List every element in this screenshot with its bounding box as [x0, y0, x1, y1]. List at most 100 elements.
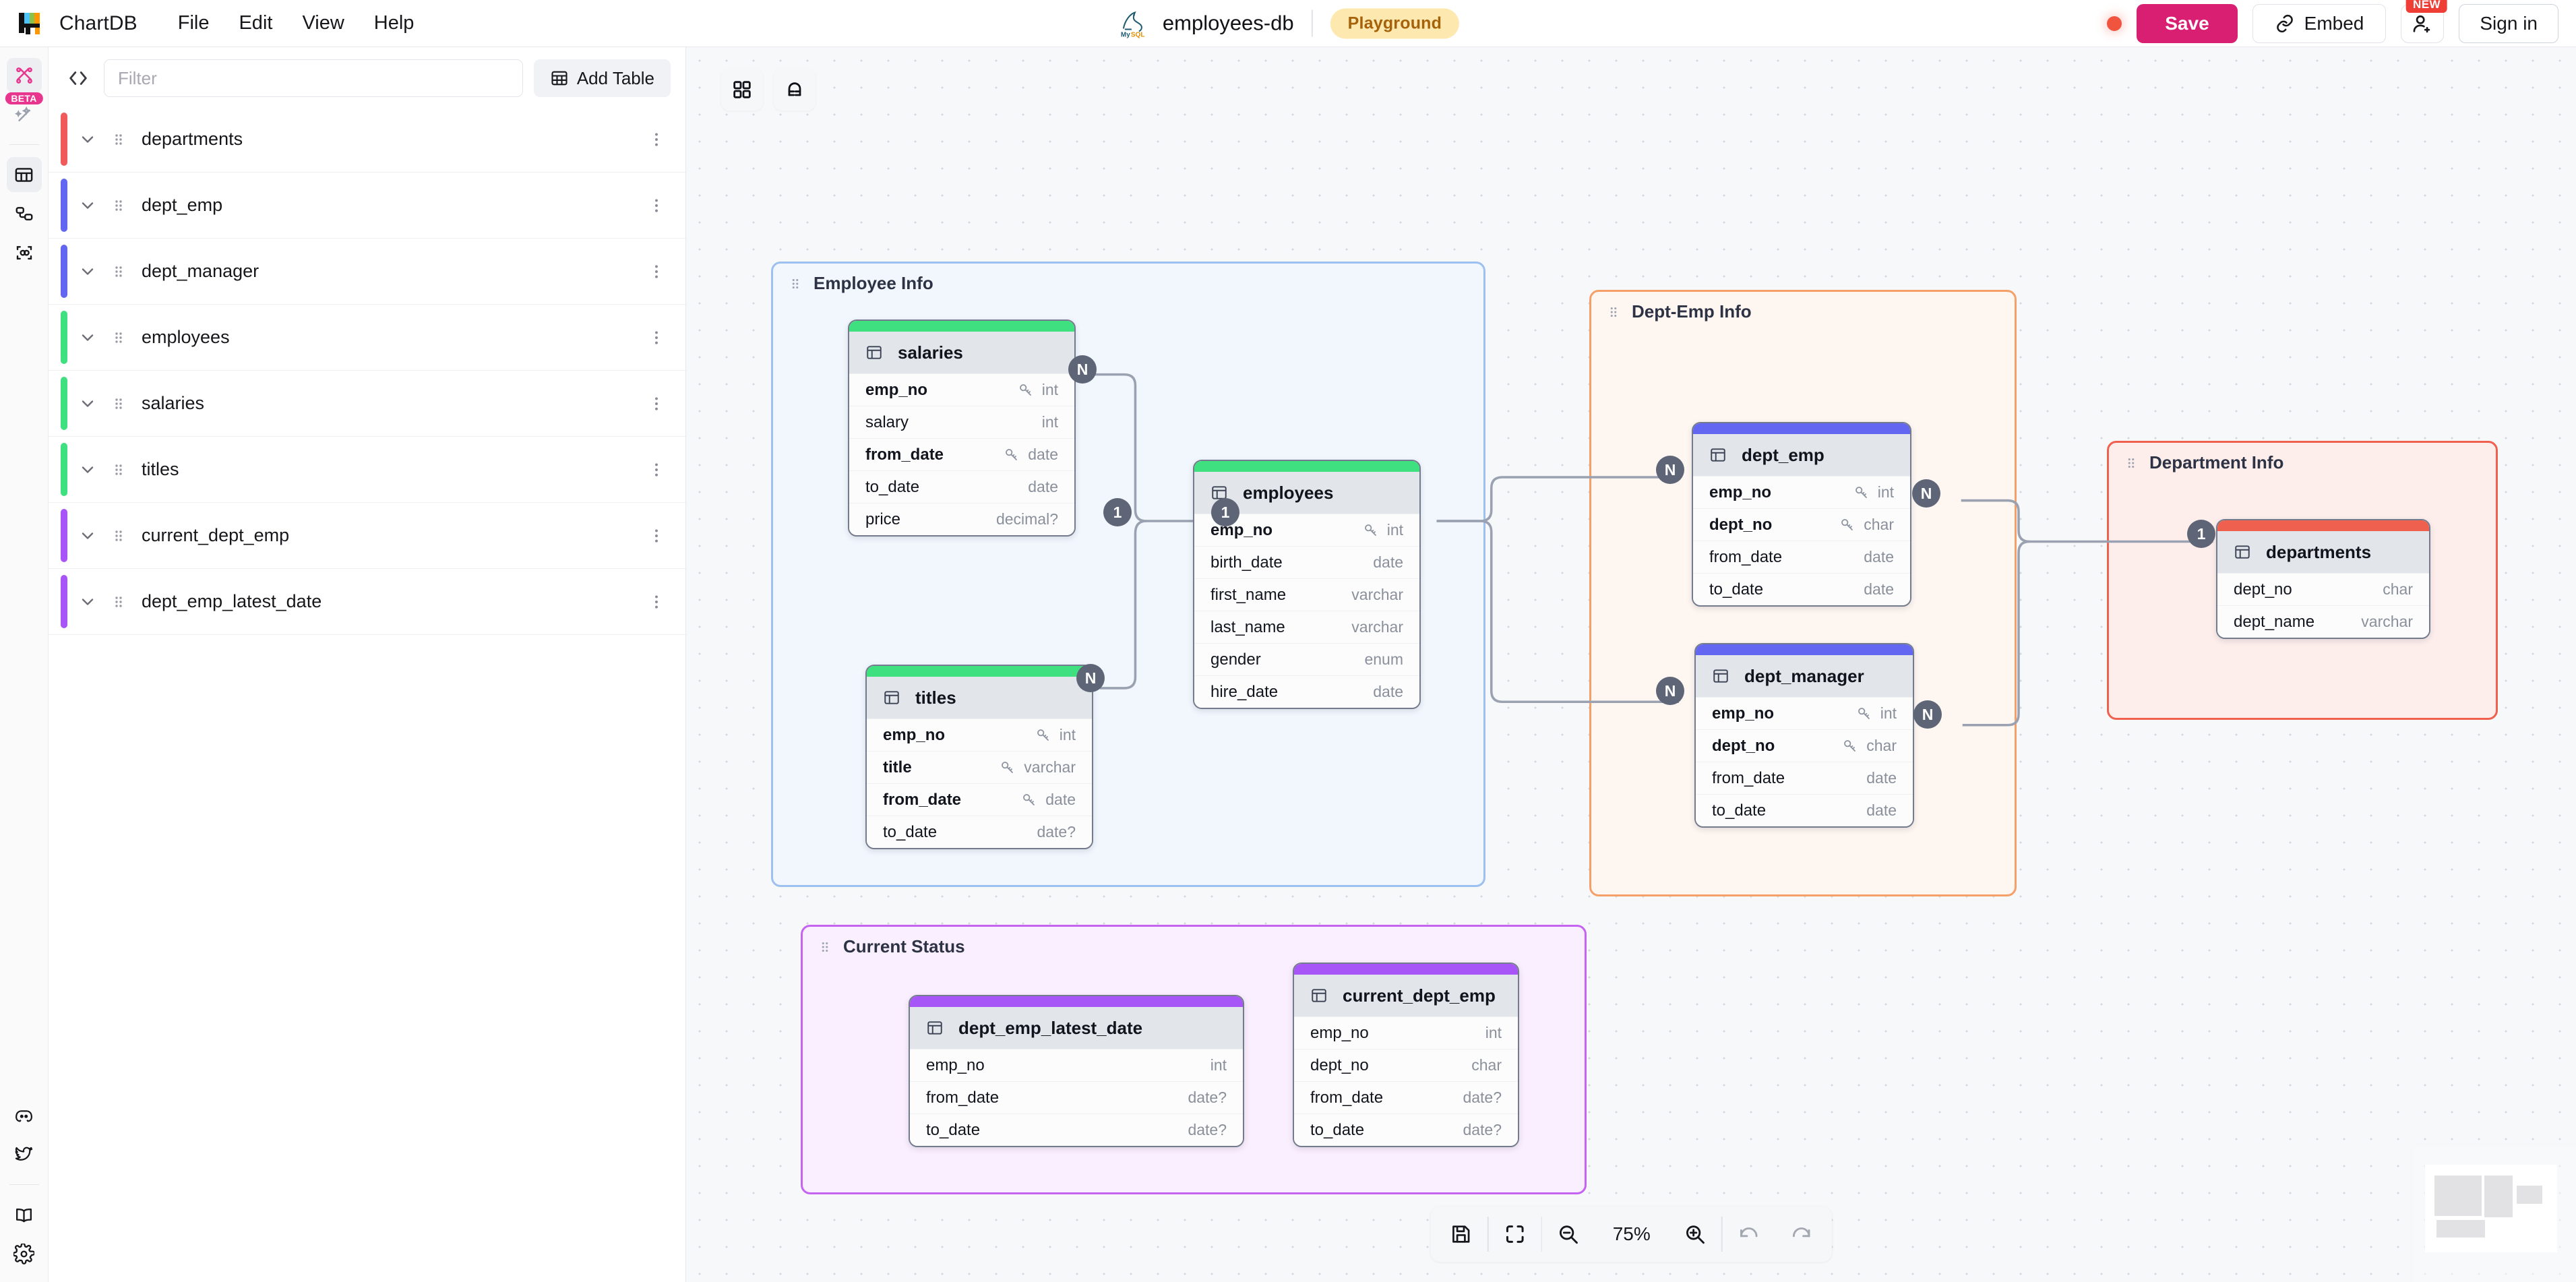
- sidebar-item-discord[interactable]: [7, 1098, 42, 1133]
- area-drag-handle[interactable]: [2124, 456, 2139, 470]
- table-options-button[interactable]: [648, 263, 665, 280]
- add-table-button[interactable]: Add Table: [533, 59, 671, 97]
- table-options-button[interactable]: [648, 197, 665, 214]
- table-list-item[interactable]: current_dept_emp: [49, 503, 685, 569]
- drag-handle[interactable]: [111, 197, 127, 214]
- drag-handle[interactable]: [111, 264, 127, 280]
- table-options-button[interactable]: [648, 461, 665, 479]
- table-options-button[interactable]: [648, 131, 665, 148]
- table-node-header[interactable]: current_dept_emp: [1294, 975, 1518, 1016]
- table-list-item[interactable]: titles: [49, 437, 685, 503]
- sidebar-item-areas[interactable]: [7, 235, 42, 270]
- area-drag-handle[interactable]: [818, 940, 832, 954]
- embed-button[interactable]: Embed: [2252, 3, 2387, 43]
- table-options-button[interactable]: [648, 593, 665, 611]
- table-options-button[interactable]: [648, 395, 665, 413]
- table-node-header[interactable]: dept_emp_latest_date: [910, 1007, 1243, 1049]
- collapse-panel-button[interactable]: [63, 63, 93, 93]
- table-list-item[interactable]: dept_manager: [49, 239, 685, 305]
- drag-handle[interactable]: [111, 462, 127, 478]
- area-drag-handle[interactable]: [788, 276, 803, 291]
- expand-toggle[interactable]: [78, 394, 97, 413]
- sidebar-item-tables[interactable]: [6, 157, 42, 192]
- table-node-header[interactable]: dept_manager: [1696, 655, 1913, 697]
- snap-to-grid-button[interactable]: [774, 69, 816, 111]
- table-options-button[interactable]: [648, 329, 665, 346]
- drag-handle[interactable]: [111, 396, 127, 412]
- sidebar-item-relationships[interactable]: [7, 196, 42, 231]
- expand-toggle[interactable]: [78, 460, 97, 479]
- drag-handle[interactable]: [111, 528, 127, 544]
- table-list-item[interactable]: dept_emp: [49, 173, 685, 239]
- expand-toggle[interactable]: [78, 526, 97, 545]
- filter-input[interactable]: [104, 59, 523, 97]
- table-node-header[interactable]: titles: [867, 677, 1092, 719]
- sidebar-item-docs[interactable]: [7, 1197, 42, 1232]
- expand-toggle[interactable]: [78, 130, 97, 149]
- menu-help[interactable]: Help: [373, 12, 415, 34]
- table-list-item[interactable]: employees: [49, 305, 685, 371]
- table-node-header[interactable]: departments: [2217, 531, 2429, 573]
- fit-view-button[interactable]: [1488, 1211, 1541, 1257]
- grid-view-button[interactable]: [721, 69, 763, 111]
- drag-handle[interactable]: [111, 330, 127, 346]
- menu-view[interactable]: View: [302, 12, 344, 34]
- drag-handle[interactable]: [111, 131, 127, 148]
- save-diagram-button[interactable]: [1435, 1211, 1488, 1257]
- sign-in-button[interactable]: Sign in: [2459, 3, 2558, 43]
- area-drag-handle[interactable]: [1606, 305, 1621, 319]
- table-node-header[interactable]: salaries: [849, 332, 1074, 373]
- minimap[interactable]: [2414, 1147, 2576, 1282]
- drag-handle[interactable]: [111, 594, 127, 610]
- expand-toggle[interactable]: [78, 196, 97, 215]
- expand-toggle[interactable]: [78, 262, 97, 281]
- zoom-out-button[interactable]: [1542, 1211, 1595, 1257]
- table-node-header[interactable]: dept_emp: [1693, 434, 1910, 476]
- sidebar-item-ai-magic[interactable]: BETA: [5, 92, 43, 132]
- zoom-level-label[interactable]: 75%: [1612, 1223, 1651, 1244]
- undo-button[interactable]: [1722, 1211, 1775, 1257]
- sidebar-item-diagrams[interactable]: [6, 58, 42, 93]
- zoom-in-button[interactable]: [1669, 1211, 1721, 1257]
- menu-edit[interactable]: Edit: [239, 12, 273, 34]
- expand-toggle[interactable]: [78, 592, 97, 611]
- expand-toggle[interactable]: [78, 328, 97, 347]
- sidebar-item-settings[interactable]: [7, 1236, 42, 1271]
- sidebar-item-twitter[interactable]: [7, 1137, 42, 1172]
- table-list-item[interactable]: salaries: [49, 371, 685, 437]
- table-list-item[interactable]: dept_emp_latest_date: [49, 569, 685, 635]
